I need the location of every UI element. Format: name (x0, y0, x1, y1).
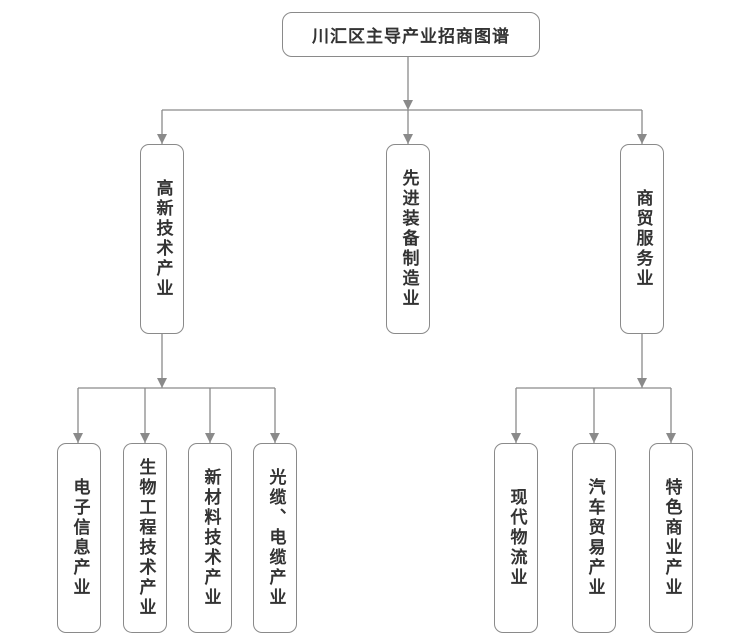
leaf-node-auto-trade: 汽车贸易产业 (572, 443, 616, 633)
leaf-label: 汽车贸易产业 (584, 478, 605, 598)
root-label: 川汇区主导产业招商图谱 (312, 27, 510, 47)
category-node-equipment-manufacturing: 先进装备制造业 (386, 144, 430, 334)
leaf-node-modern-logistics: 现代物流业 (494, 443, 538, 633)
leaf-label: 新材料技术产业 (200, 468, 221, 608)
leaf-label: 生物工程技术产业 (135, 458, 156, 618)
leaf-label: 现代物流业 (506, 488, 527, 588)
leaf-label: 光缆、电缆产业 (265, 468, 286, 608)
leaf-node-specialty-commerce: 特色商业产业 (649, 443, 693, 633)
category-label: 商贸服务业 (632, 189, 653, 289)
category-node-high-tech: 高新技术产业 (140, 144, 184, 334)
leaf-label: 特色商业产业 (661, 478, 682, 598)
leaf-node-bioengineering: 生物工程技术产业 (123, 443, 167, 633)
category-label: 先进装备制造业 (398, 169, 419, 309)
leaf-node-new-materials: 新材料技术产业 (188, 443, 232, 633)
leaf-label: 电子信息产业 (69, 478, 90, 598)
root-node: 川汇区主导产业招商图谱 (282, 12, 540, 57)
leaf-node-cables: 光缆、电缆产业 (253, 443, 297, 633)
category-node-commerce-services: 商贸服务业 (620, 144, 664, 334)
category-label: 高新技术产业 (152, 179, 173, 299)
leaf-node-electronic-info: 电子信息产业 (57, 443, 101, 633)
